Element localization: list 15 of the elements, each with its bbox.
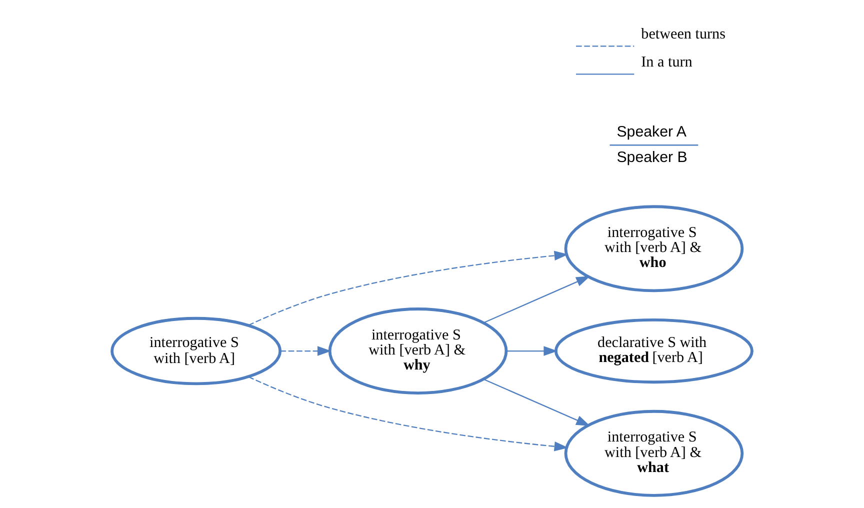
node-ellipse: interrogative S with [verb A] & what — [564, 409, 744, 496]
arrow — [248, 250, 568, 326]
arrow — [280, 346, 332, 356]
arrow — [483, 276, 590, 323]
arrow — [483, 378, 590, 426]
node-ellipse: declarative S with negated [verb A] — [554, 318, 754, 384]
node-ellipse: interrogative S with [verb A] & why — [328, 307, 508, 394]
label: Speaker B — [616, 148, 688, 166]
label: Speaker A — [616, 122, 686, 140]
arrow — [506, 346, 558, 356]
arrow — [248, 376, 568, 451]
legend-label: between turns — [641, 26, 726, 42]
node-ellipse: interrogative S with [verb A] & who — [564, 204, 744, 292]
legend-label: In a turn — [641, 54, 692, 70]
node-ellipse: interrogative S with [verb A] — [110, 316, 282, 385]
